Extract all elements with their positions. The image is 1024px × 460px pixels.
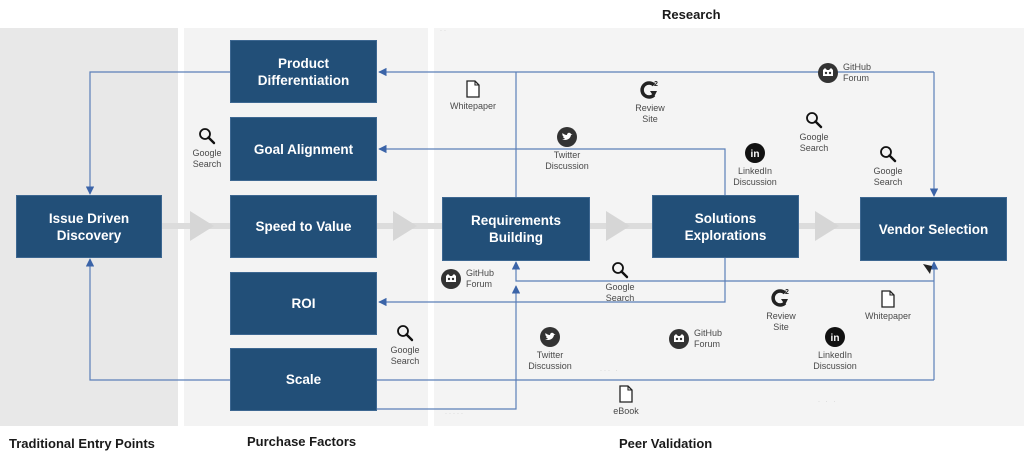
goal-alignment-label: Goal Alignment: [253, 141, 354, 157]
research-label: Research: [662, 7, 721, 22]
source-linkedin-discussion-bottom: in LinkedIn Discussion: [808, 327, 862, 372]
github-icon: [441, 269, 461, 289]
source-google-search-top-1: Google Search: [795, 111, 833, 154]
linkedin-icon: in: [745, 143, 765, 163]
svg-text:2: 2: [654, 81, 658, 88]
document-icon: [881, 290, 895, 308]
source-google-search-scale: Google Search: [386, 324, 424, 367]
requirements-building-label: Requirements Building: [470, 213, 562, 245]
document-icon: [466, 80, 480, 98]
flow-arrow-4: [815, 211, 839, 241]
document-icon: [619, 385, 633, 403]
traditional-entry-points-label: Traditional Entry Points: [9, 436, 155, 451]
search-icon: [880, 146, 897, 163]
faint-dots: · · ·: [818, 399, 838, 405]
faint-dots: ··· ·: [600, 368, 620, 374]
source-github-forum-top: GitHub Forum: [818, 62, 871, 84]
requirements-building-box[interactable]: Requirements Building: [442, 197, 590, 261]
issue-driven-discovery-box[interactable]: Issue Driven Discovery: [16, 195, 162, 258]
source-google-search-top-2: Google Search: [869, 145, 907, 188]
issue-driven-discovery-label: Issue Driven Discovery: [48, 210, 130, 243]
source-ebook: eBook: [606, 385, 646, 417]
scale-box[interactable]: Scale: [230, 348, 377, 411]
search-icon: [397, 325, 414, 342]
vendor-selection-box[interactable]: Vendor Selection: [860, 197, 1007, 261]
product-differentiation-label: Product Differentiation: [257, 55, 350, 88]
search-icon: [806, 112, 823, 129]
github-icon: [669, 329, 689, 349]
roi-box[interactable]: ROI: [230, 272, 377, 335]
scale-label: Scale: [285, 372, 322, 387]
svg-text:in: in: [831, 333, 840, 344]
solutions-explorations-box[interactable]: Solutions Explorations: [652, 195, 799, 258]
product-differentiation-box[interactable]: Product Differentiation: [230, 40, 377, 103]
search-icon: [612, 262, 629, 279]
source-twitter-discussion-top: Twitter Discussion: [537, 127, 597, 172]
flow-arrow-1: [190, 211, 214, 241]
svg-text:2: 2: [785, 289, 789, 296]
source-linkedin-discussion-top: in LinkedIn Discussion: [728, 143, 782, 188]
twitter-icon: [557, 127, 577, 147]
source-google-search-mid: Google Search: [600, 261, 640, 304]
goal-alignment-box[interactable]: Goal Alignment: [230, 117, 377, 181]
peer-validation-label: Peer Validation: [619, 436, 713, 451]
source-github-forum-mid: GitHub Forum: [441, 268, 494, 290]
source-whitepaper-bottom: Whitepaper: [858, 290, 918, 322]
twitter-icon: [540, 327, 560, 347]
source-google-search-factors: Google Search: [188, 127, 226, 170]
source-review-site-top: 2 Review Site: [635, 81, 665, 124]
roi-label: ROI: [291, 296, 316, 311]
source-whitepaper-top: Whitepaper: [443, 80, 503, 112]
github-icon: [818, 63, 838, 83]
source-twitter-discussion-bottom: Twitter Discussion: [520, 327, 580, 372]
source-github-forum-bottom: GitHub Forum: [669, 328, 722, 350]
purchase-factors-label: Purchase Factors: [247, 434, 357, 449]
speed-to-value-label: Speed to Value: [255, 219, 352, 234]
g2-icon: 2: [640, 81, 658, 99]
source-review-site-bottom: 2 Review Site: [766, 289, 796, 332]
faint-dots: ·····: [445, 411, 465, 417]
speed-to-value-box[interactable]: Speed to Value: [230, 195, 377, 258]
faint-dots: ··: [440, 28, 448, 34]
flow-arrow-3: [606, 211, 630, 241]
g2-icon: 2: [771, 289, 789, 307]
vendor-selection-label: Vendor Selection: [878, 221, 989, 237]
solutions-explorations-label: Solutions Explorations: [684, 210, 767, 243]
svg-text:in: in: [751, 149, 760, 160]
flow-arrow-2: [393, 211, 417, 241]
linkedin-icon: in: [825, 327, 845, 347]
search-icon: [199, 128, 216, 145]
